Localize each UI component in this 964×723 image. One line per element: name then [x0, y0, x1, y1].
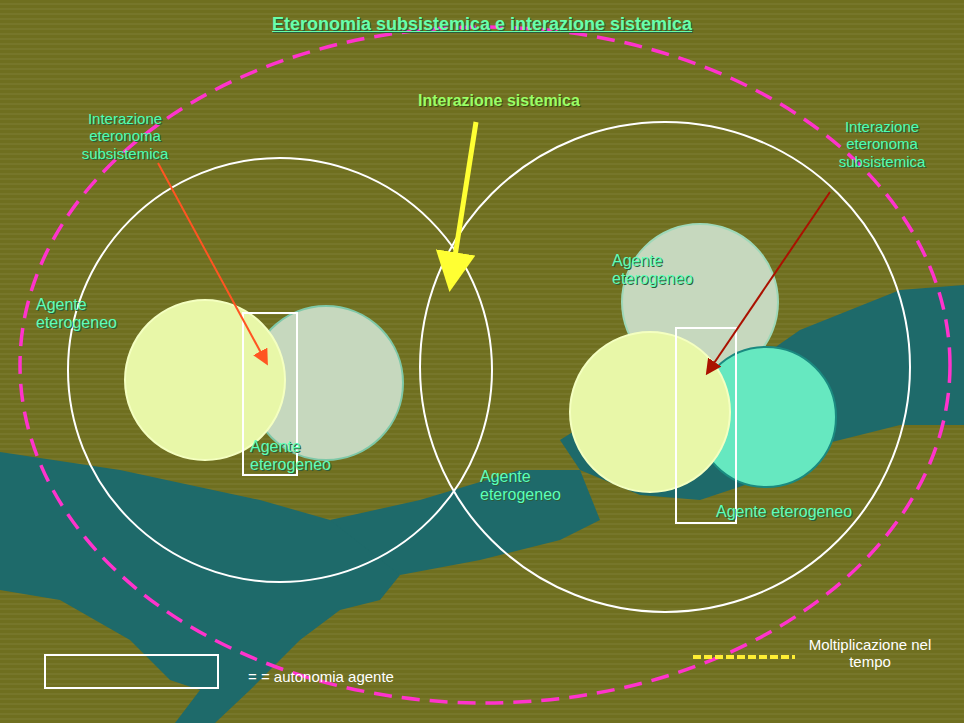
diagram-title: Eteronomia subsistemica e interazione si… [0, 14, 964, 35]
agent-circle-shape [249, 306, 403, 460]
legend-text: = = autonomia agente [248, 668, 448, 685]
legend-time-swatch [693, 655, 795, 659]
leader-arrow [451, 122, 476, 282]
agent-circle [568, 330, 732, 494]
subsystem-circle [420, 122, 910, 612]
agent-circle-shape [125, 300, 285, 460]
agent-label: Agente eterogeneo [716, 503, 852, 521]
agent-circle-shape [570, 332, 730, 492]
subsystem-label: Interazione eteronoma subsistemica [60, 110, 190, 162]
agent-label: Agente eterogeneo [36, 296, 146, 333]
systemic-label: Interazione sistemica [418, 92, 618, 110]
agent-circle [123, 298, 287, 462]
agent-label: Agente eterogeneo [612, 252, 722, 289]
agent-label: Agente eterogeneo [250, 438, 360, 475]
agent-label: Agente eterogeneo [480, 468, 590, 505]
agent-node: Agente eterogeneo [125, 300, 285, 460]
legend-autonomy-swatch [45, 655, 218, 688]
agent-circle-shape [696, 347, 836, 487]
subsystem-circle [68, 158, 492, 582]
subsystem-label: Interazione eteronoma subsistemica [812, 118, 952, 170]
legend-text: Moltiplicazione nel tempo [800, 636, 940, 671]
agent-node: Agente eterogeneo [570, 332, 730, 492]
handshake-silhouette [0, 285, 964, 723]
system-ellipse [20, 27, 950, 703]
